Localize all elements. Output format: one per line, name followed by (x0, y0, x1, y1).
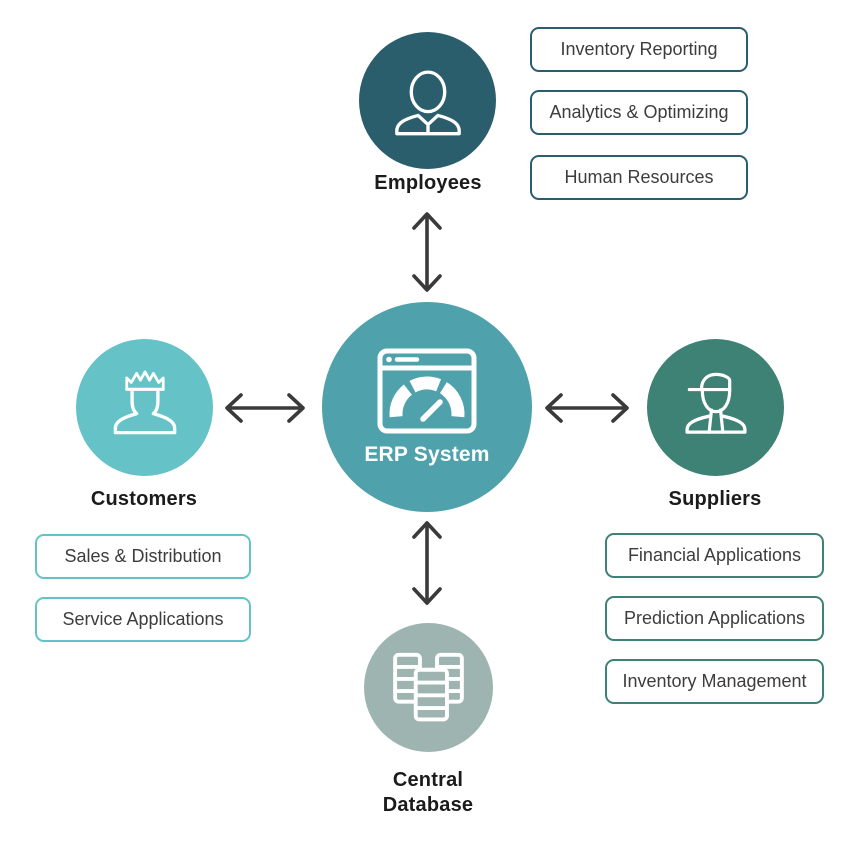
customer-crown-icon (113, 369, 176, 434)
suppliers-label: Suppliers (668, 488, 762, 510)
employees-label: Employees (374, 172, 482, 194)
feature-box-human-resources: Human Resources (530, 155, 748, 200)
central-database-node (364, 623, 493, 752)
suppliers-node (647, 339, 784, 476)
feature-box-analytics-optimizing: Analytics & Optimizing (530, 90, 748, 135)
arrow-employees-erp (412, 212, 442, 292)
supplier-cap-icon (684, 372, 747, 434)
employees-node (359, 32, 496, 169)
arrow-erp-database (412, 521, 442, 605)
erp-system-label: ERP System (364, 442, 490, 466)
businessperson-icon (394, 69, 461, 135)
central-database-label: Central Database (382, 769, 474, 816)
customers-node (76, 339, 213, 476)
database-tables-icon (393, 652, 464, 722)
dashboard-browser-icon (377, 348, 477, 433)
erp-system-node: ERP System (322, 302, 532, 512)
feature-box-prediction-applications: Prediction Applications (605, 596, 824, 641)
arrow-customers-erp (225, 393, 305, 423)
feature-box-inventory-management: Inventory Management (605, 659, 824, 704)
feature-box-service-applications: Service Applications (35, 597, 251, 642)
feature-box-financial-applications: Financial Applications (605, 533, 824, 578)
feature-box-sales-distribution: Sales & Distribution (35, 534, 251, 579)
arrow-erp-suppliers (545, 393, 629, 423)
feature-box-inventory-reporting: Inventory Reporting (530, 27, 748, 72)
customers-label: Customers (90, 488, 198, 510)
